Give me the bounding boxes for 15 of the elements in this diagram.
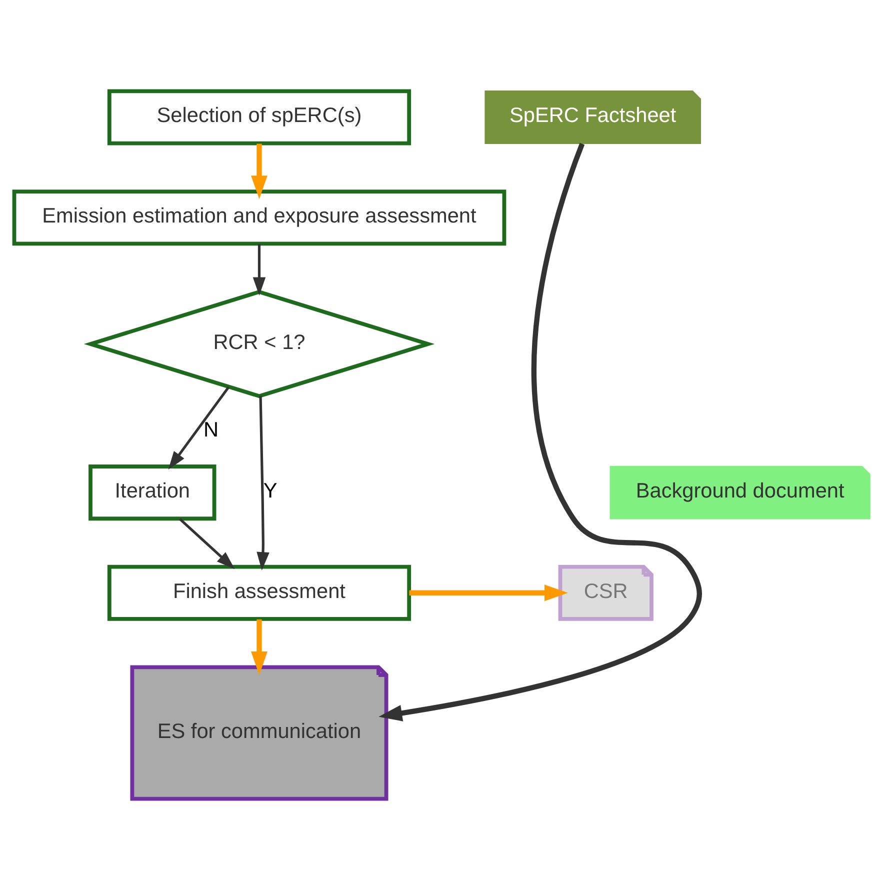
arrow xyxy=(256,395,269,570)
arrow xyxy=(168,386,230,470)
edge-label: N xyxy=(203,418,218,441)
node-box: Selection of spERC(s) xyxy=(106,88,411,145)
node-box: Finish assessment xyxy=(106,564,411,620)
arrow xyxy=(178,518,234,569)
arrow xyxy=(408,584,568,601)
arrow xyxy=(250,618,267,675)
node-box: Emission estimation and exposure assessment xyxy=(12,189,506,246)
arrow xyxy=(252,243,266,296)
arrow xyxy=(378,142,702,721)
node-diamond: RCR < 1? xyxy=(83,289,434,398)
arrow xyxy=(250,143,267,199)
node-box: Iteration xyxy=(88,464,216,520)
edge-label: Y xyxy=(262,479,277,502)
